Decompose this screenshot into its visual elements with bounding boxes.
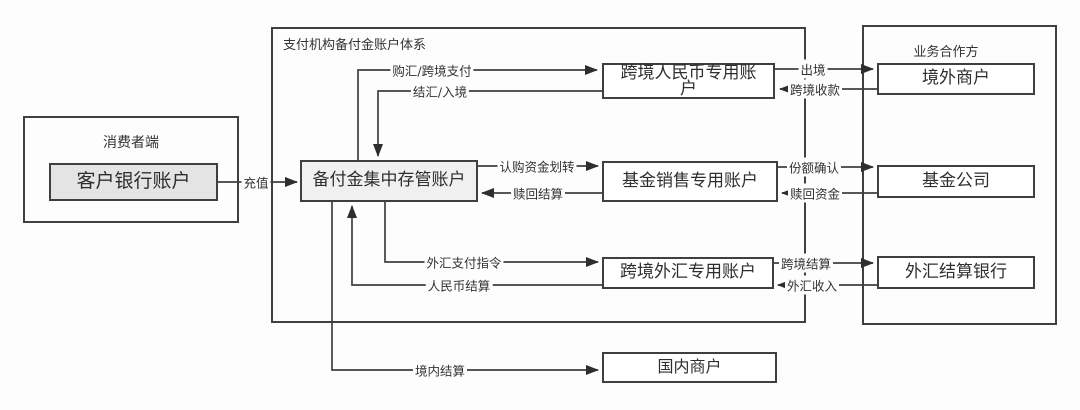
node-crossborder-rmb-account: 跨境人民币专用账户 <box>602 63 775 99</box>
edge-label-redemption-funds: 赎回资金 <box>787 183 843 203</box>
edge-label-buy-fx-payment: 购汇/跨境支付 <box>390 60 474 80</box>
edge-label-settle-fx-inbound: 结汇/入境 <box>410 81 470 101</box>
edge-label-domestic-settle: 境内结算 <box>412 360 468 380</box>
node-fx-settlement-bank: 外汇结算银行 <box>877 256 1035 289</box>
edge-label-subscription-funds: 认购资金划转 <box>497 156 577 176</box>
edge-label-fx-payment-order: 外汇支付指令 <box>424 252 504 272</box>
node-crossborder-fx-account: 跨境外汇专用账户 <box>602 257 774 289</box>
node-fund-company: 基金公司 <box>877 165 1035 198</box>
edge-label-rmb-settlement: 人民币结算 <box>425 275 493 295</box>
node-reserve-account: 备付金集中存管账户 <box>300 160 478 202</box>
node-overseas-merchant: 境外商户 <box>877 63 1035 95</box>
edge-label-crossborder-collect: 跨境收款 <box>787 79 843 99</box>
group-payment-system-title: 支付机构备付金账户体系 <box>283 38 427 53</box>
edge-label-recharge: 充值 <box>241 172 271 192</box>
edge-label-share-confirm: 份额确认 <box>786 157 842 177</box>
node-customer-bank: 客户银行账户 <box>49 163 218 201</box>
edge-label-fx-income: 外汇收入 <box>784 275 840 295</box>
node-fund-sales-account: 基金销售专用账户 <box>602 161 778 202</box>
edge-label-redemption-settle: 赎回结算 <box>510 183 566 203</box>
group-consumer-title: 消费者端 <box>103 135 159 151</box>
edge-label-outbound: 出境 <box>798 59 828 79</box>
node-domestic-merchant: 国内商户 <box>602 352 777 383</box>
edge-label-crossborder-settle: 跨境结算 <box>778 253 834 273</box>
group-partners-title: 业务合作方 <box>913 45 979 60</box>
